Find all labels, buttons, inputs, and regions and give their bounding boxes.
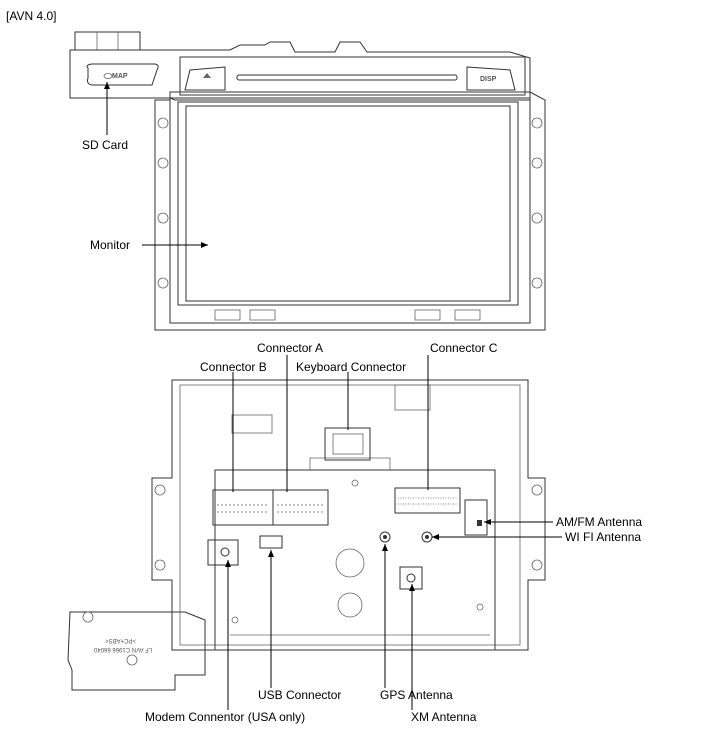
monitor-label: Monitor [90, 238, 130, 252]
xm-antenna-port [399, 566, 423, 590]
gps-antenna-label: GPS Antenna [380, 688, 453, 702]
keyboard-connector-label: Keyboard Connector [296, 360, 406, 374]
connector-c-label: Connector C [430, 341, 498, 355]
connector-b-label: Connector B [200, 360, 267, 374]
am-fm-antenna-port [464, 499, 488, 536]
connector-c [394, 487, 461, 514]
monitor-screen [185, 105, 511, 302]
connector-b [212, 489, 274, 526]
rear-unit: LF AVN C1966 66040 >PC+ABS< [67, 379, 546, 691]
modem-module: LF AVN C1966 66040 >PC+ABS< [67, 611, 206, 691]
modem-connector-port [207, 539, 239, 566]
am-fm-antenna-label: AM/FM Antenna [556, 515, 642, 529]
modem-connector-label: Modem Connentor (USA only) [145, 710, 305, 724]
usb-connector-port [259, 535, 283, 549]
xm-antenna-label: XM Antenna [411, 710, 477, 724]
connector-a [272, 489, 329, 526]
modem-label-line2: >PC+ABS< [105, 637, 136, 643]
eject-button[interactable] [184, 66, 226, 91]
sd-card-logo-icon [103, 73, 113, 79]
keyboard-connector [324, 427, 371, 461]
front-unit: MAP DISP [69, 31, 546, 331]
connector-a-label: Connector A [257, 341, 323, 355]
modem-label-line1: LF AVN C1966 66040 [93, 646, 152, 652]
gps-antenna-port [379, 531, 391, 543]
wifi-antenna-label: WI FI Antenna [565, 530, 641, 544]
disp-button-label: DISP [480, 76, 497, 83]
eject-icon [203, 73, 211, 78]
disc-slot [236, 74, 458, 81]
rear-pcb-plate [214, 469, 496, 651]
sd-card-slot[interactable]: MAP [86, 63, 159, 86]
map-button-label: MAP [112, 73, 128, 80]
diagram-title: [AVN 4.0] [6, 9, 56, 23]
usb-connector-label: USB Connector [258, 688, 341, 702]
disp-button[interactable]: DISP [466, 66, 516, 91]
sd-card-label: SD Card [82, 138, 128, 152]
